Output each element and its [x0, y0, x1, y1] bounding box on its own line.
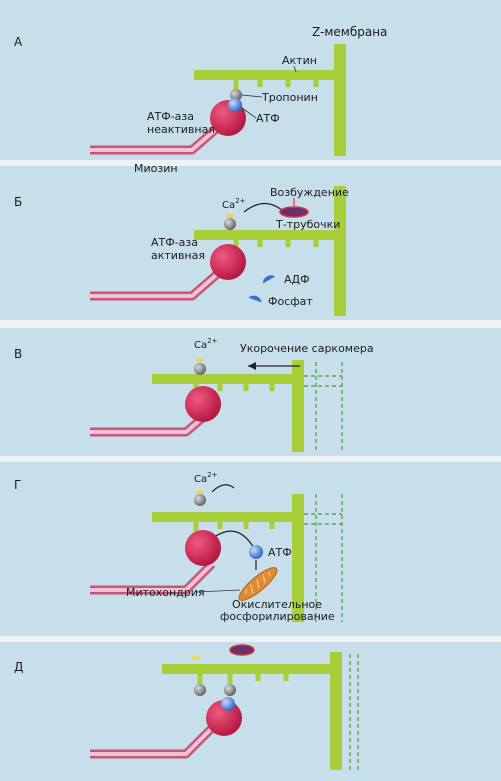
calcium-ion	[226, 214, 234, 218]
panel-gap	[0, 456, 501, 462]
panel-a: А Z-мембрана Актин Тропонин Миозин АТФ-а…	[14, 25, 387, 175]
adp-label: АДФ	[284, 273, 310, 286]
troponin-label: Тропонин	[261, 91, 318, 104]
calcium-ion	[196, 490, 204, 494]
actin-filament	[162, 664, 342, 674]
troponin-sphere	[224, 218, 236, 230]
z-membrane	[330, 652, 342, 770]
myosin-label: Миозин	[134, 162, 178, 175]
z-membrane-label: Z-мембрана	[312, 25, 387, 39]
phosphate-shape	[248, 295, 262, 303]
shortening-label: Укорочение саркомера	[240, 342, 374, 355]
atp-label: АТФ	[256, 112, 280, 125]
atp-sphere	[249, 545, 263, 559]
mitochondria-label: Митохондрия	[126, 586, 205, 599]
atpase-state-label: неактивная	[147, 123, 215, 136]
actin-label: Актин	[282, 54, 317, 67]
panel-letter: Б	[14, 195, 22, 209]
troponin-sphere	[194, 494, 206, 506]
z-membrane	[292, 494, 304, 622]
z-membrane	[334, 44, 346, 156]
atpase-label: АТФ-аза	[151, 236, 198, 249]
myosin-filament	[90, 724, 216, 759]
z-membrane	[292, 360, 304, 452]
myosin-head	[185, 530, 221, 566]
excitation-label: Возбуждение	[270, 186, 349, 199]
panel-gap	[0, 160, 501, 166]
troponin-sphere	[224, 684, 236, 696]
panel-letter: А	[14, 35, 23, 49]
oxphos-label-line2: фосфорилирование	[220, 610, 335, 623]
myosin-filament	[90, 266, 225, 301]
myosin-head	[210, 244, 246, 280]
actin-filament	[152, 512, 302, 522]
panel-b-background	[0, 166, 501, 320]
adp-shape	[262, 275, 276, 284]
calcium-ion	[192, 656, 200, 660]
panel-b: Б Ca2+ Возбуждение Т-трубочки АТФ-аза ак…	[14, 186, 349, 316]
actin-filament	[194, 70, 344, 80]
panel-c-background	[0, 328, 501, 456]
panel-gap	[0, 636, 501, 642]
atp-sphere	[221, 697, 235, 711]
myosin-head	[206, 700, 242, 736]
atpase-label: АТФ-аза	[147, 110, 194, 123]
panel-letter: Д	[14, 660, 23, 674]
panel-c: В Ca2+ Укорочение саркомера	[14, 337, 374, 452]
myosin-head	[185, 386, 221, 422]
atpase-state-label: активная	[151, 249, 205, 262]
calcium-ion	[196, 358, 204, 362]
panel-letter: Г	[14, 478, 21, 492]
oxphos-label-line1: Окислительное	[232, 598, 322, 611]
mitochondria-shape	[238, 567, 278, 601]
calcium-label: Ca2+	[194, 337, 218, 351]
phosphate-label: Фосфат	[268, 295, 313, 308]
panel-gap	[0, 320, 501, 328]
excitation-arrow	[243, 202, 283, 213]
t-tubule	[279, 206, 309, 218]
calcium-label: Ca2+	[222, 197, 246, 211]
t-tubule	[229, 644, 255, 656]
atp-label: АТФ	[268, 546, 292, 559]
atp-sphere	[228, 98, 242, 112]
calcium-label: Ca2+	[194, 471, 218, 485]
t-tubule-label: Т-трубочки	[275, 218, 340, 231]
panel-d: Г Ca2+ АТФ Митохондрия	[14, 471, 343, 623]
actin-filament	[194, 230, 344, 240]
panel-letter: В	[14, 347, 22, 361]
actin-filament	[152, 374, 302, 384]
troponin-sphere	[230, 89, 242, 101]
troponin-sphere	[194, 363, 206, 375]
actin-binding-sites	[233, 78, 319, 92]
z-membrane	[334, 186, 346, 316]
troponin-sphere	[194, 684, 206, 696]
panel-e: Д	[14, 644, 359, 770]
